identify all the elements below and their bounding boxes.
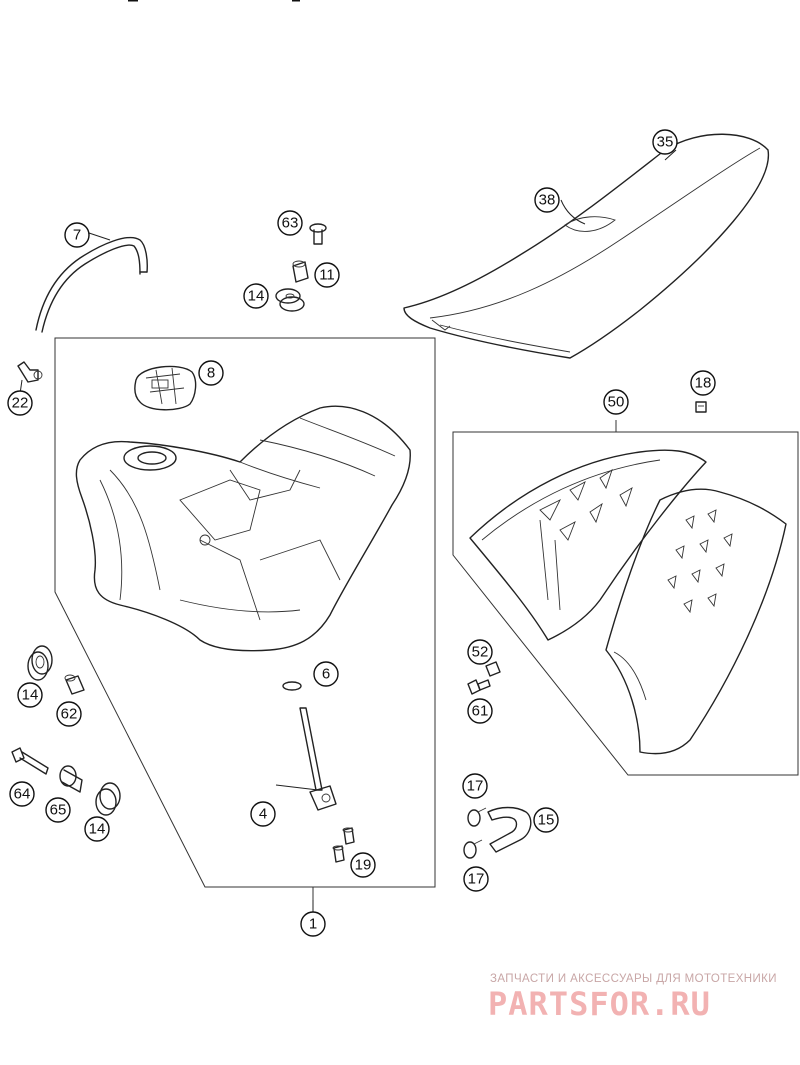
svg-text:65: 65 xyxy=(50,802,67,819)
svg-text:17: 17 xyxy=(468,871,485,888)
callout-14-top[interactable]: 14 xyxy=(243,283,269,309)
svg-text:1: 1 xyxy=(309,916,317,933)
watermark-logo: PARTSFOR.RU xyxy=(488,985,711,1023)
svg-text:14: 14 xyxy=(89,821,106,838)
o-ring-part[interactable] xyxy=(282,681,302,691)
fuel-hose-15-part[interactable] xyxy=(487,806,532,853)
clamp-17-top-part[interactable] xyxy=(467,807,487,827)
screws-19-part[interactable] xyxy=(332,827,355,863)
callout-6[interactable]: 6 xyxy=(313,661,339,687)
svg-text:22: 22 xyxy=(12,395,29,412)
callout-4[interactable]: 4 xyxy=(250,801,276,827)
callout-35[interactable]: 35 xyxy=(652,129,678,155)
callout-14-lower[interactable]: 14 xyxy=(84,816,110,842)
svg-text:38: 38 xyxy=(539,192,556,209)
collar-bushing-62-part[interactable] xyxy=(64,674,85,695)
svg-text:50: 50 xyxy=(608,394,625,411)
tank-spoiler-left-part[interactable] xyxy=(469,449,707,641)
bushing-14-lower-part[interactable] xyxy=(95,782,121,816)
svg-text:52: 52 xyxy=(472,644,489,661)
callout-19[interactable]: 19 xyxy=(350,852,376,878)
svg-text:17: 17 xyxy=(467,778,484,795)
callout-52[interactable]: 52 xyxy=(467,639,493,665)
screw-63-part[interactable] xyxy=(309,223,327,245)
svg-text:61: 61 xyxy=(472,703,489,720)
washer-52-part[interactable] xyxy=(485,661,501,677)
callout-14-left[interactable]: 14 xyxy=(17,682,43,708)
callout-17-bottom[interactable]: 17 xyxy=(463,866,489,892)
callout-11[interactable]: 11 xyxy=(314,262,340,288)
screw-61-part[interactable] xyxy=(467,679,491,695)
svg-text:62: 62 xyxy=(61,706,78,723)
svg-text:14: 14 xyxy=(248,288,265,305)
watermark-subtitle: ЗАПЧАСТИ И АКСЕССУАРЫ ДЛЯ МОТОТЕХНИКИ xyxy=(490,973,777,985)
fuel-tank-part[interactable] xyxy=(75,405,411,652)
fuel-cap-part[interactable] xyxy=(134,365,197,411)
svg-text:19: 19 xyxy=(355,857,372,874)
callout-65[interactable]: 65 xyxy=(45,797,71,823)
callout-1[interactable]: 1 xyxy=(300,911,326,937)
clamp-17-bottom-part[interactable] xyxy=(463,839,483,859)
callout-17-top[interactable]: 17 xyxy=(462,773,488,799)
callout-8[interactable]: 8 xyxy=(198,360,224,386)
svg-text:14: 14 xyxy=(22,687,39,704)
svg-text:8: 8 xyxy=(207,365,215,382)
svg-text:6: 6 xyxy=(322,666,330,683)
svg-text:64: 64 xyxy=(14,786,31,803)
callout-22[interactable]: 22 xyxy=(7,390,33,416)
callout-18[interactable]: 18 xyxy=(690,370,716,396)
callout-15[interactable]: 15 xyxy=(533,807,559,833)
group-50-frame xyxy=(452,431,799,776)
bushing-14-left-part[interactable] xyxy=(27,645,53,681)
svg-text:11: 11 xyxy=(319,267,335,284)
callout-38[interactable]: 38 xyxy=(534,187,560,213)
group-1-frame xyxy=(54,337,436,888)
callout-50[interactable]: 50 xyxy=(603,389,629,415)
svg-text:4: 4 xyxy=(259,806,267,823)
svg-text:15: 15 xyxy=(538,812,555,829)
screw-18-part[interactable] xyxy=(695,401,707,413)
svg-text:18: 18 xyxy=(695,375,712,392)
callout-62[interactable]: 62 xyxy=(56,701,82,727)
callout-7[interactable]: 7 xyxy=(64,222,90,248)
spacer-11-part[interactable] xyxy=(292,260,309,283)
fuel-tap-part[interactable] xyxy=(299,707,337,811)
svg-text:7: 7 xyxy=(73,227,81,244)
svg-text:63: 63 xyxy=(282,215,299,232)
callout-64[interactable]: 64 xyxy=(9,781,35,807)
svg-text:35: 35 xyxy=(657,134,674,151)
tank-spoiler-right-part[interactable] xyxy=(605,488,787,755)
spacer-65-part[interactable] xyxy=(59,765,83,793)
breather-hose-part[interactable] xyxy=(35,236,148,333)
callout-63[interactable]: 63 xyxy=(277,210,303,236)
callout-61[interactable]: 61 xyxy=(467,698,493,724)
seat-part[interactable] xyxy=(403,133,770,359)
bolt-64-part[interactable] xyxy=(11,747,49,775)
bushing-14-top-part[interactable] xyxy=(275,288,305,312)
hose-fitting-part[interactable] xyxy=(17,361,43,383)
